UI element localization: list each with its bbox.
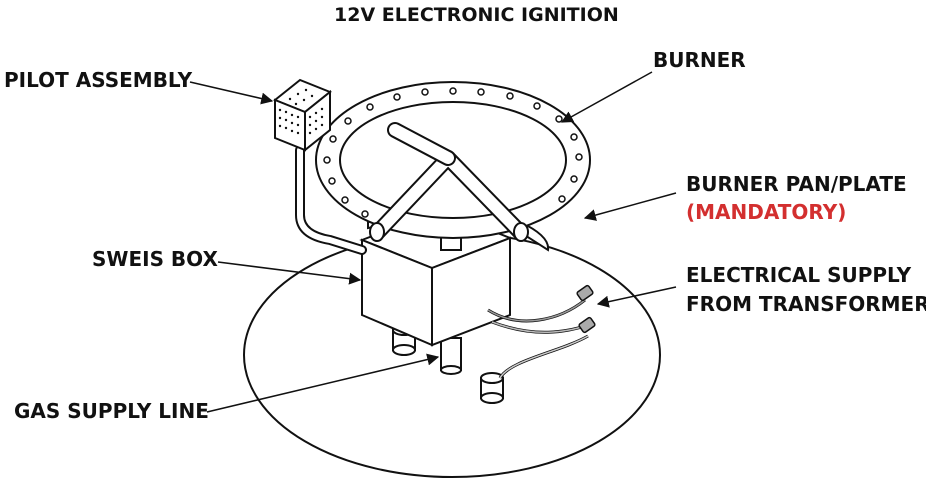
label-gas-supply-line: GAS SUPPLY LINE [14, 399, 209, 423]
leader-electrical-supply [596, 286, 677, 308]
base-fitting-right [480, 372, 504, 404]
diagram-title: 12V ELECTRONIC IGNITION [334, 4, 619, 26]
leader-pilot-assembly [189, 81, 274, 105]
label-burner: BURNER [653, 48, 746, 72]
leader-burner-pan [583, 192, 677, 221]
leader-burner [560, 71, 653, 123]
gas-supply-pipe [440, 337, 462, 375]
electrical-wires [487, 284, 596, 379]
label-burner-pan-plate: BURNER PAN/PLATE [686, 172, 907, 196]
label-electrical-supply-line1: ELECTRICAL SUPPLY [686, 263, 912, 287]
burner-tubes [369, 122, 529, 242]
burner-bolt-holes [323, 87, 583, 218]
leader-sweis-box [217, 261, 362, 285]
label-pilot-assembly: PILOT ASSEMBLY [4, 68, 193, 92]
leader-lines [189, 71, 677, 413]
leader-gas-supply [206, 353, 440, 413]
label-mandatory: (MANDATORY) [686, 200, 847, 224]
label-electrical-supply-line2: FROM TRANSFORMER [686, 292, 926, 316]
pilot-assembly-shape [273, 78, 332, 153]
label-sweis-box: SWEIS BOX [92, 247, 218, 271]
